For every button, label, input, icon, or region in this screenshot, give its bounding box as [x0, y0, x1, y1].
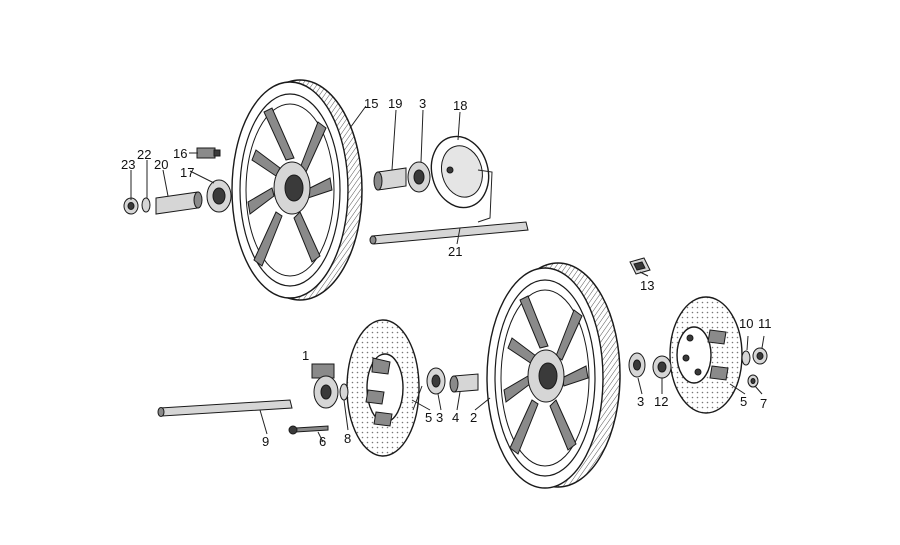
part-17-bearing: [206, 179, 232, 213]
leader-lines: [130, 105, 765, 443]
callout-8: 8: [344, 431, 351, 446]
callout-13: 13: [640, 278, 654, 293]
part-20-spacer: [155, 191, 203, 215]
part-4-spacer: [449, 373, 479, 393]
callout-20: 20: [154, 157, 168, 172]
part-12-spacer: [652, 355, 672, 379]
part-11-nut: [752, 347, 768, 365]
callout-6: 6: [319, 434, 326, 449]
callout-4: 4: [452, 410, 459, 425]
part-13-clip: [629, 257, 651, 275]
callout-10: 10: [739, 316, 753, 331]
callout-19: 19: [388, 96, 402, 111]
front-wheel: [486, 262, 621, 489]
callout-labels: 23 22 20 16 17 15 19 3 18 21 13 10 11 5 …: [121, 96, 772, 449]
callout-7: 7: [760, 396, 767, 411]
callout-17: 17: [180, 165, 194, 180]
callout-15: 15: [364, 96, 378, 111]
part-23-nut: [123, 197, 139, 215]
callout-5-right: 5: [740, 394, 747, 409]
part-22-washer: [141, 197, 151, 213]
callout-16: 16: [173, 146, 187, 161]
callout-3-front-left: 3: [436, 410, 443, 425]
left-brake-disc: [346, 319, 420, 457]
part-9-axle: [157, 399, 293, 417]
part-10-washer: [741, 350, 751, 366]
part-18-cover: [430, 135, 490, 209]
part-1-sensor-bracket: [311, 363, 339, 409]
callout-21: 21: [448, 244, 462, 259]
part-21-axle: [369, 221, 529, 245]
callout-3-rear: 3: [419, 96, 426, 111]
callout-3-front-right: 3: [637, 394, 644, 409]
callout-1: 1: [302, 348, 309, 363]
right-brake-disc: [669, 296, 743, 414]
callout-5-left: 5: [425, 410, 432, 425]
front-wheel-spokes: [503, 295, 589, 455]
part-3-bearing-front-right: [628, 352, 646, 378]
callout-9: 9: [262, 434, 269, 449]
part-8-washer: [339, 383, 349, 401]
part-6-bolt: [288, 425, 329, 435]
callout-18: 18: [453, 98, 467, 113]
part-7-nut: [747, 374, 759, 388]
part-3-bearing-rear: [407, 161, 431, 193]
callout-2: 2: [470, 410, 477, 425]
rear-wheel: [231, 79, 363, 301]
part-16-sensor: [196, 147, 221, 159]
callout-23: 23: [121, 157, 135, 172]
callout-11: 11: [758, 316, 772, 331]
part-19-spacer: [373, 167, 407, 191]
part-3-bearing-front-left: [426, 367, 446, 395]
callout-22: 22: [137, 147, 151, 162]
callout-12: 12: [654, 394, 668, 409]
